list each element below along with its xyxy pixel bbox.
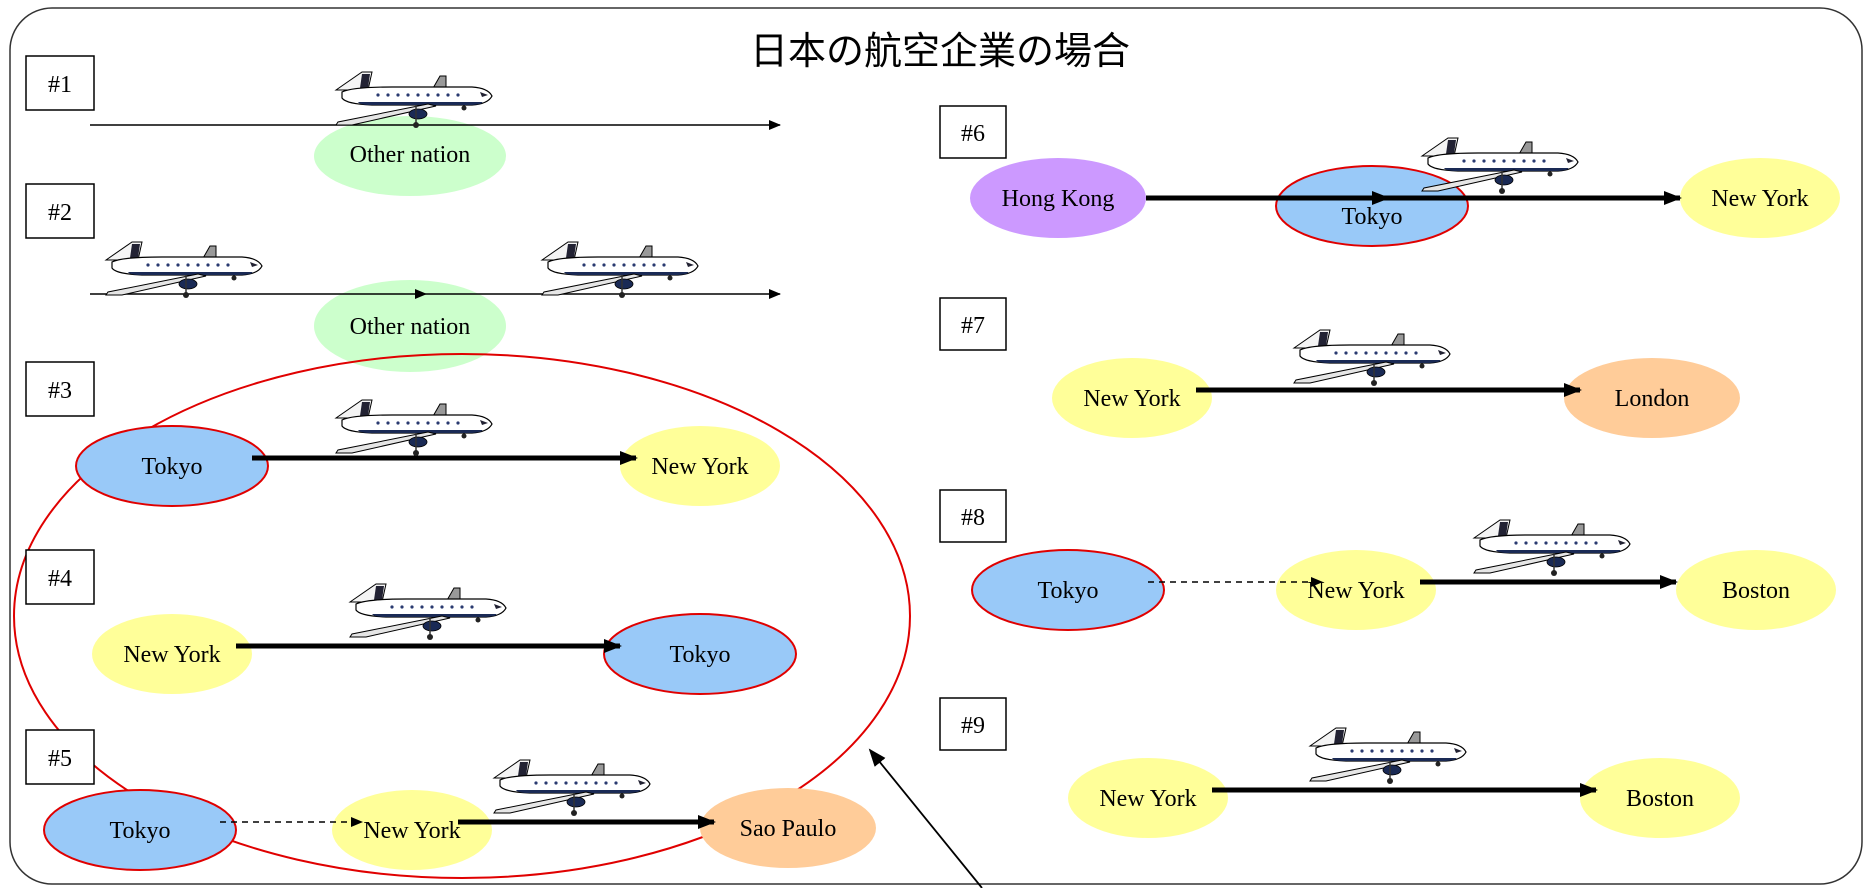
case-label-box: [25, 729, 95, 785]
case-label: #5: [48, 746, 72, 772]
case-label-box: [939, 697, 1007, 751]
node-new-york: [1068, 758, 1228, 838]
node-label: Sao Paulo: [740, 816, 837, 842]
case-label: #7: [961, 313, 985, 339]
airplane-icon: [541, 241, 699, 299]
node-tokyo: [1275, 165, 1469, 247]
case-5: #5 Tokyo New York Sao Paulo: [25, 729, 876, 871]
case-6: #6 Hong Kong Tokyo New York: [939, 105, 1840, 247]
case-label-box: [25, 361, 95, 417]
case-9: #9 New York Boston: [939, 697, 1740, 838]
case-label: #4: [48, 566, 72, 592]
node-label: New York: [1711, 186, 1808, 212]
airplane-icon: [1309, 727, 1467, 785]
node-new-york: [1276, 550, 1436, 630]
airplane-icon: [349, 583, 507, 641]
node-other-nation: [314, 280, 506, 372]
node-label: Hong Kong: [1002, 186, 1115, 212]
airplane-icon: [1473, 519, 1631, 577]
highlight-ellipse: [13, 353, 911, 879]
airplane-icon: [1293, 329, 1451, 387]
node-label: New York: [1099, 786, 1196, 812]
pointer-arrow: [868, 748, 983, 888]
node-tokyo: [971, 549, 1165, 631]
airplane-icon: [493, 759, 651, 817]
case-label-box: [939, 297, 1007, 351]
case-label-box: [25, 55, 95, 111]
node-new-york: [1680, 158, 1840, 238]
node-label: Tokyo: [1342, 204, 1403, 230]
node-label: New York: [1307, 578, 1404, 604]
node-label: Other nation: [350, 314, 471, 340]
node-new-york: [92, 614, 252, 694]
node-boston: [1676, 550, 1836, 630]
case-label: #3: [48, 378, 72, 404]
node-new-york: [332, 790, 492, 870]
node-label: Tokyo: [1038, 578, 1099, 604]
node-sao-paulo: [700, 788, 876, 868]
node-label: New York: [123, 642, 220, 668]
airplane-icon: [105, 241, 263, 299]
case-label-box: [939, 489, 1007, 543]
case-2: #2 Other nation: [25, 183, 781, 372]
case-label: #2: [48, 200, 72, 226]
case-label-box: [939, 105, 1007, 159]
case-label-box: [25, 549, 95, 605]
case-label-box: [25, 183, 95, 239]
node-hong-kong: [970, 158, 1146, 238]
node-london: [1564, 358, 1740, 438]
case-label: #8: [961, 505, 985, 531]
case-label: #6: [961, 121, 985, 147]
case-4: #4 New York Tokyo: [25, 549, 797, 695]
node-tokyo: [75, 425, 269, 507]
node-new-york: [620, 426, 780, 506]
node-other-nation: [314, 116, 506, 196]
diagram-title: 日本の航空企業の場合: [750, 29, 1130, 73]
node-boston: [1580, 758, 1740, 838]
node-label: Tokyo: [142, 454, 203, 480]
airplane-icon: [335, 399, 493, 457]
node-label: Boston: [1626, 786, 1694, 812]
node-label: New York: [1083, 386, 1180, 412]
case-3: #3 Tokyo New York: [25, 361, 780, 507]
outer-frame: [9, 7, 1863, 885]
case-label: #1: [48, 72, 72, 98]
case-1: #1 Other nation: [25, 55, 781, 196]
node-tokyo: [43, 789, 237, 871]
node-label: Other nation: [350, 142, 471, 168]
node-label: Boston: [1722, 578, 1790, 604]
node-label: London: [1615, 386, 1690, 412]
case-8: #8 Tokyo New York Boston: [939, 489, 1836, 631]
node-label: Tokyo: [110, 818, 171, 844]
airplane-icon: [1421, 137, 1579, 195]
node-label: Tokyo: [670, 642, 731, 668]
node-label: New York: [651, 454, 748, 480]
node-tokyo: [603, 613, 797, 695]
node-label: New York: [363, 818, 460, 844]
node-new-york: [1052, 358, 1212, 438]
case-label: #9: [961, 713, 985, 739]
case-7: #7 New York London: [939, 297, 1740, 438]
